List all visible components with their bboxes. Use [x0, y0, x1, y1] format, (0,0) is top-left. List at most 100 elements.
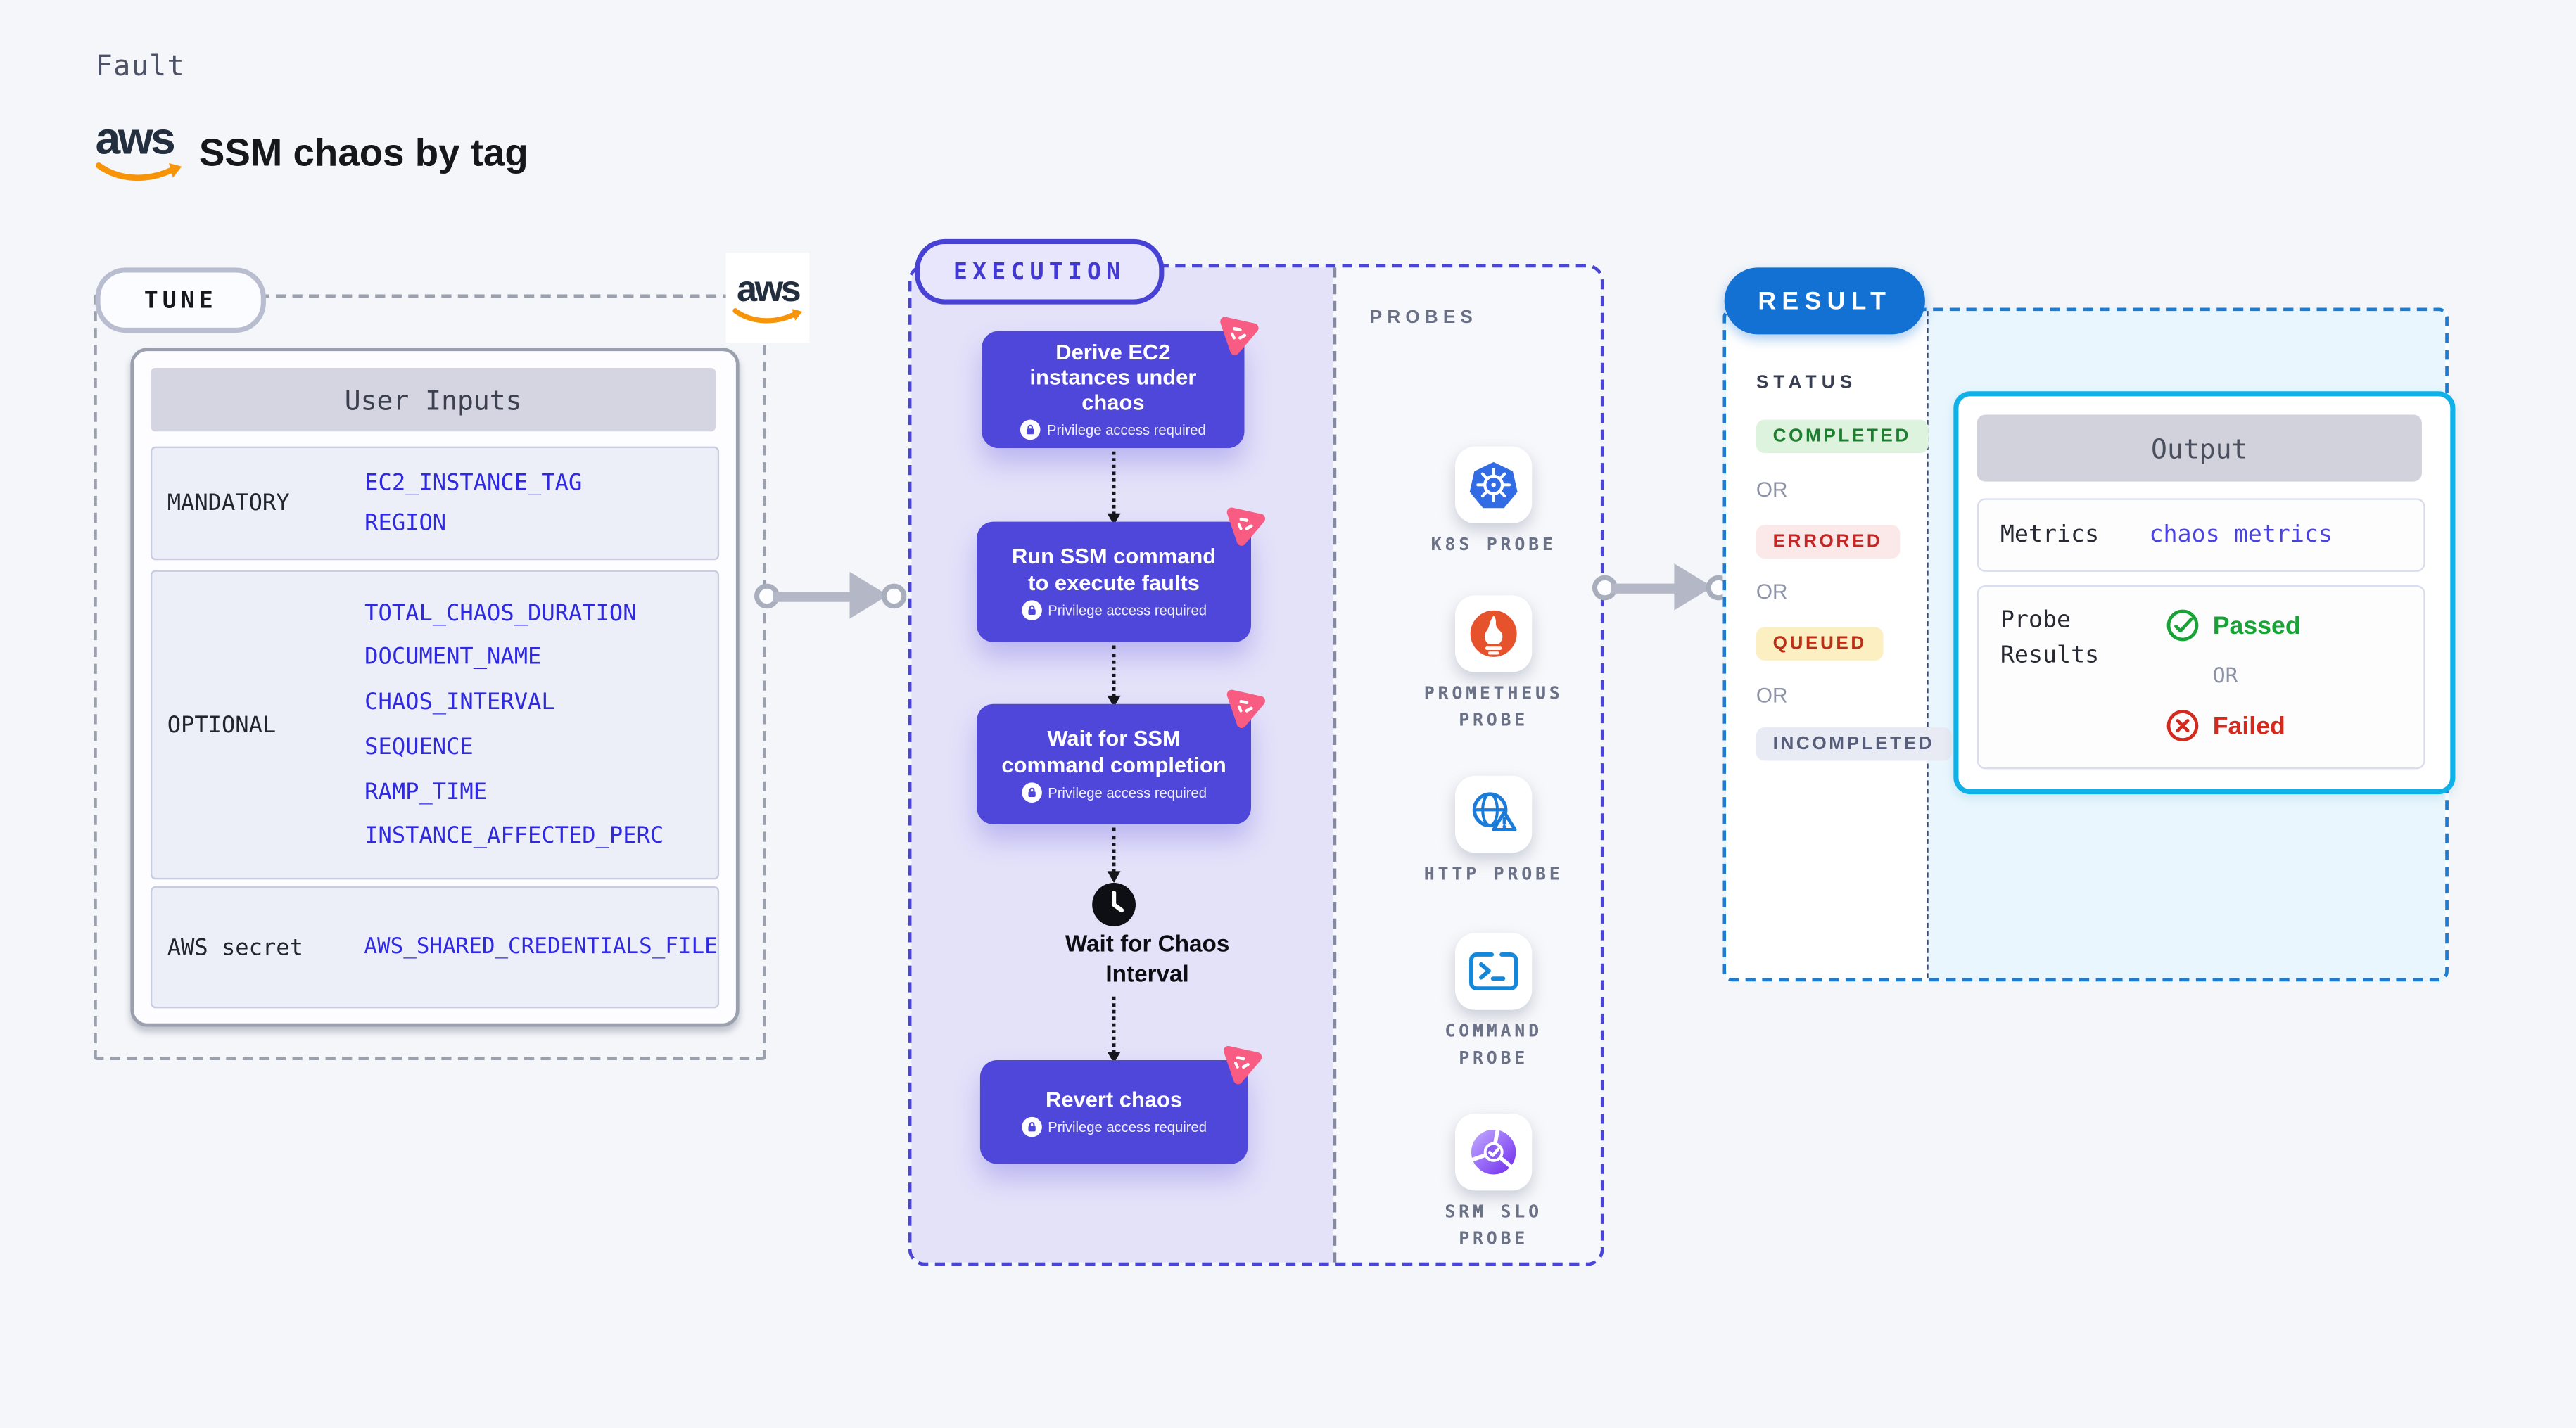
arrow-end-dot [881, 583, 907, 609]
mandatory-label: MANDATORY [167, 490, 290, 517]
aws-logo-text: aws [95, 113, 175, 164]
prometheus-probe-card [1454, 595, 1533, 672]
result-badge: RESULT [1724, 267, 1925, 335]
lock-icon [1021, 782, 1041, 803]
arrow-shaft [1611, 582, 1684, 593]
step-title: Derive EC2 instances under chaos [1029, 338, 1197, 415]
aws-smile-icon [732, 307, 803, 323]
output-title: Output [1977, 414, 2422, 482]
execution-to-result-arrow [1592, 559, 1732, 616]
chaos-fault-icon [1220, 317, 1259, 355]
tune-to-execution-arrow [754, 567, 907, 624]
probe-label: HTTP PROBE [1423, 864, 1563, 885]
probe-results-row: Probe Results Passed OR Failed [1977, 585, 2425, 770]
or-label: OR [2212, 662, 2238, 687]
metrics-value: chaos metrics [2149, 521, 2333, 549]
step-run-ssm-command: Run SSM command to execute faults Privil… [977, 507, 1266, 642]
x-circle-icon [2166, 710, 2199, 741]
probes-background [1333, 267, 1601, 1263]
input-value: CHAOS_INTERVAL [364, 689, 555, 716]
execution-panel: EXECUTION PROBES Derive EC2 instances un… [908, 238, 1604, 1266]
step-title: Wait for SSM command completion [1001, 726, 1226, 777]
kubernetes-icon [1469, 461, 1518, 509]
chaos-fault-icon [1226, 507, 1266, 546]
chaos-fault-icon [1223, 1045, 1262, 1085]
step-title: Revert chaos [1046, 1086, 1183, 1112]
failed-result: Failed [2166, 709, 2285, 743]
probe-label: SRM SLO PROBE [1445, 1202, 1542, 1250]
optional-values: TOTAL_CHAOS_DURATION DOCUMENT_NAME CHAOS… [364, 572, 718, 878]
input-value: SEQUENCE [364, 734, 474, 761]
privilege-note-text: Privilege access required [1048, 601, 1207, 619]
check-circle-icon [2166, 609, 2199, 642]
aws-smile-icon [95, 162, 182, 181]
status-badge-completed: COMPLETED [1756, 419, 1928, 454]
k8s-probe-card [1454, 446, 1533, 524]
status-badge-incompleted: INCOMPLETED [1756, 727, 1951, 761]
srm-slo-icon [1469, 1127, 1516, 1175]
input-value: REGION [364, 509, 447, 537]
fault-kind-label: Fault [95, 50, 186, 84]
flow-connector [1106, 996, 1120, 1064]
http-probe-card [1454, 775, 1533, 853]
status-badge-queued: QUEUED [1756, 627, 1884, 661]
step-derive-ec2-instances: Derive EC2 instances under chaos Privile… [982, 317, 1259, 449]
terminal-icon [1469, 952, 1518, 991]
flow-connector [1106, 827, 1120, 884]
input-value: AWS_SHARED_CREDENTIALS_FILE [364, 934, 718, 960]
input-value: RAMP_TIME [364, 778, 488, 805]
step-wait-ssm-completion: Wait for SSM command completion Privileg… [977, 689, 1266, 824]
tune-badge: TUNE [95, 267, 266, 333]
failed-label: Failed [2212, 711, 2285, 740]
status-badge-errored: ERRORED [1756, 525, 1900, 559]
lock-icon [1021, 599, 1041, 620]
mandatory-row: MANDATORY EC2_INSTANCE_TAG REGION [150, 446, 720, 561]
http-globe-warning-icon [1472, 792, 1517, 831]
aws-logo: aws [95, 113, 182, 191]
optional-label: OPTIONAL [167, 711, 277, 739]
or-label: OR [1756, 580, 1788, 604]
passed-label: Passed [2212, 611, 2301, 640]
privilege-note-text: Privilege access required [1047, 422, 1206, 439]
probes-title: PROBES [1369, 307, 1478, 328]
input-value: INSTANCE_AFFECTED_PERC [364, 823, 664, 850]
probe-label: COMMAND PROBE [1445, 1021, 1542, 1069]
aws-logo-text: aws [736, 267, 801, 309]
probe-results-label: Probe Results [2000, 606, 2100, 669]
aws-secret-row: AWS secret AWS_SHARED_CREDENTIALS_FILE [150, 886, 720, 1009]
flow-connector [1106, 645, 1120, 708]
lock-icon [1021, 1117, 1041, 1137]
arrow-shaft [773, 591, 860, 601]
prometheus-icon [1470, 610, 1517, 657]
command-probe-card [1454, 933, 1533, 1010]
execution-probes-divider [1333, 267, 1337, 1263]
aws-logo-small: aws [725, 252, 810, 343]
aws-secret-label: AWS secret [167, 933, 303, 961]
flow-connector [1106, 451, 1120, 525]
input-value: TOTAL_CHAOS_DURATION [364, 599, 637, 627]
probe-label: PROMETHEUS PROBE [1423, 684, 1563, 732]
optional-row: OPTIONAL TOTAL_CHAOS_DURATION DOCUMENT_N… [150, 570, 720, 880]
or-label: OR [1756, 684, 1788, 708]
input-value: DOCUMENT_NAME [364, 644, 542, 672]
step-title: Run SSM command to execute faults [1011, 543, 1217, 595]
step-revert-chaos: Revert chaos Privilege access required [979, 1045, 1262, 1164]
output-card: Output Metrics chaos metrics Probe Resul… [1953, 391, 2456, 795]
passed-result: Passed [2166, 608, 2301, 642]
metrics-row: Metrics chaos metrics [1977, 498, 2425, 572]
status-output-divider [1927, 311, 1929, 978]
privilege-note: Privilege access required [1021, 1117, 1207, 1137]
privilege-note: Privilege access required [1021, 599, 1207, 620]
clock-icon [1091, 881, 1138, 929]
chaos-fault-icon [1226, 689, 1266, 728]
wait-for-chaos-interval-label: Wait for Chaos Interval [1065, 929, 1230, 987]
aws-secret-values: AWS_SHARED_CREDENTIALS_FILE [364, 888, 717, 1007]
probe-label: K8S PROBE [1430, 535, 1556, 556]
privilege-note: Privilege access required [1021, 782, 1207, 803]
tune-panel: TUNE aws User Inputs MANDATORY EC2_INSTA… [94, 252, 810, 1061]
privilege-note-text: Privilege access required [1048, 1118, 1207, 1136]
metrics-label: Metrics [2000, 521, 2100, 549]
page-title: SSM chaos by tag [198, 130, 528, 174]
or-label: OR [1756, 478, 1788, 502]
user-inputs-card: User Inputs MANDATORY EC2_INSTANCE_TAG R… [130, 348, 740, 1027]
